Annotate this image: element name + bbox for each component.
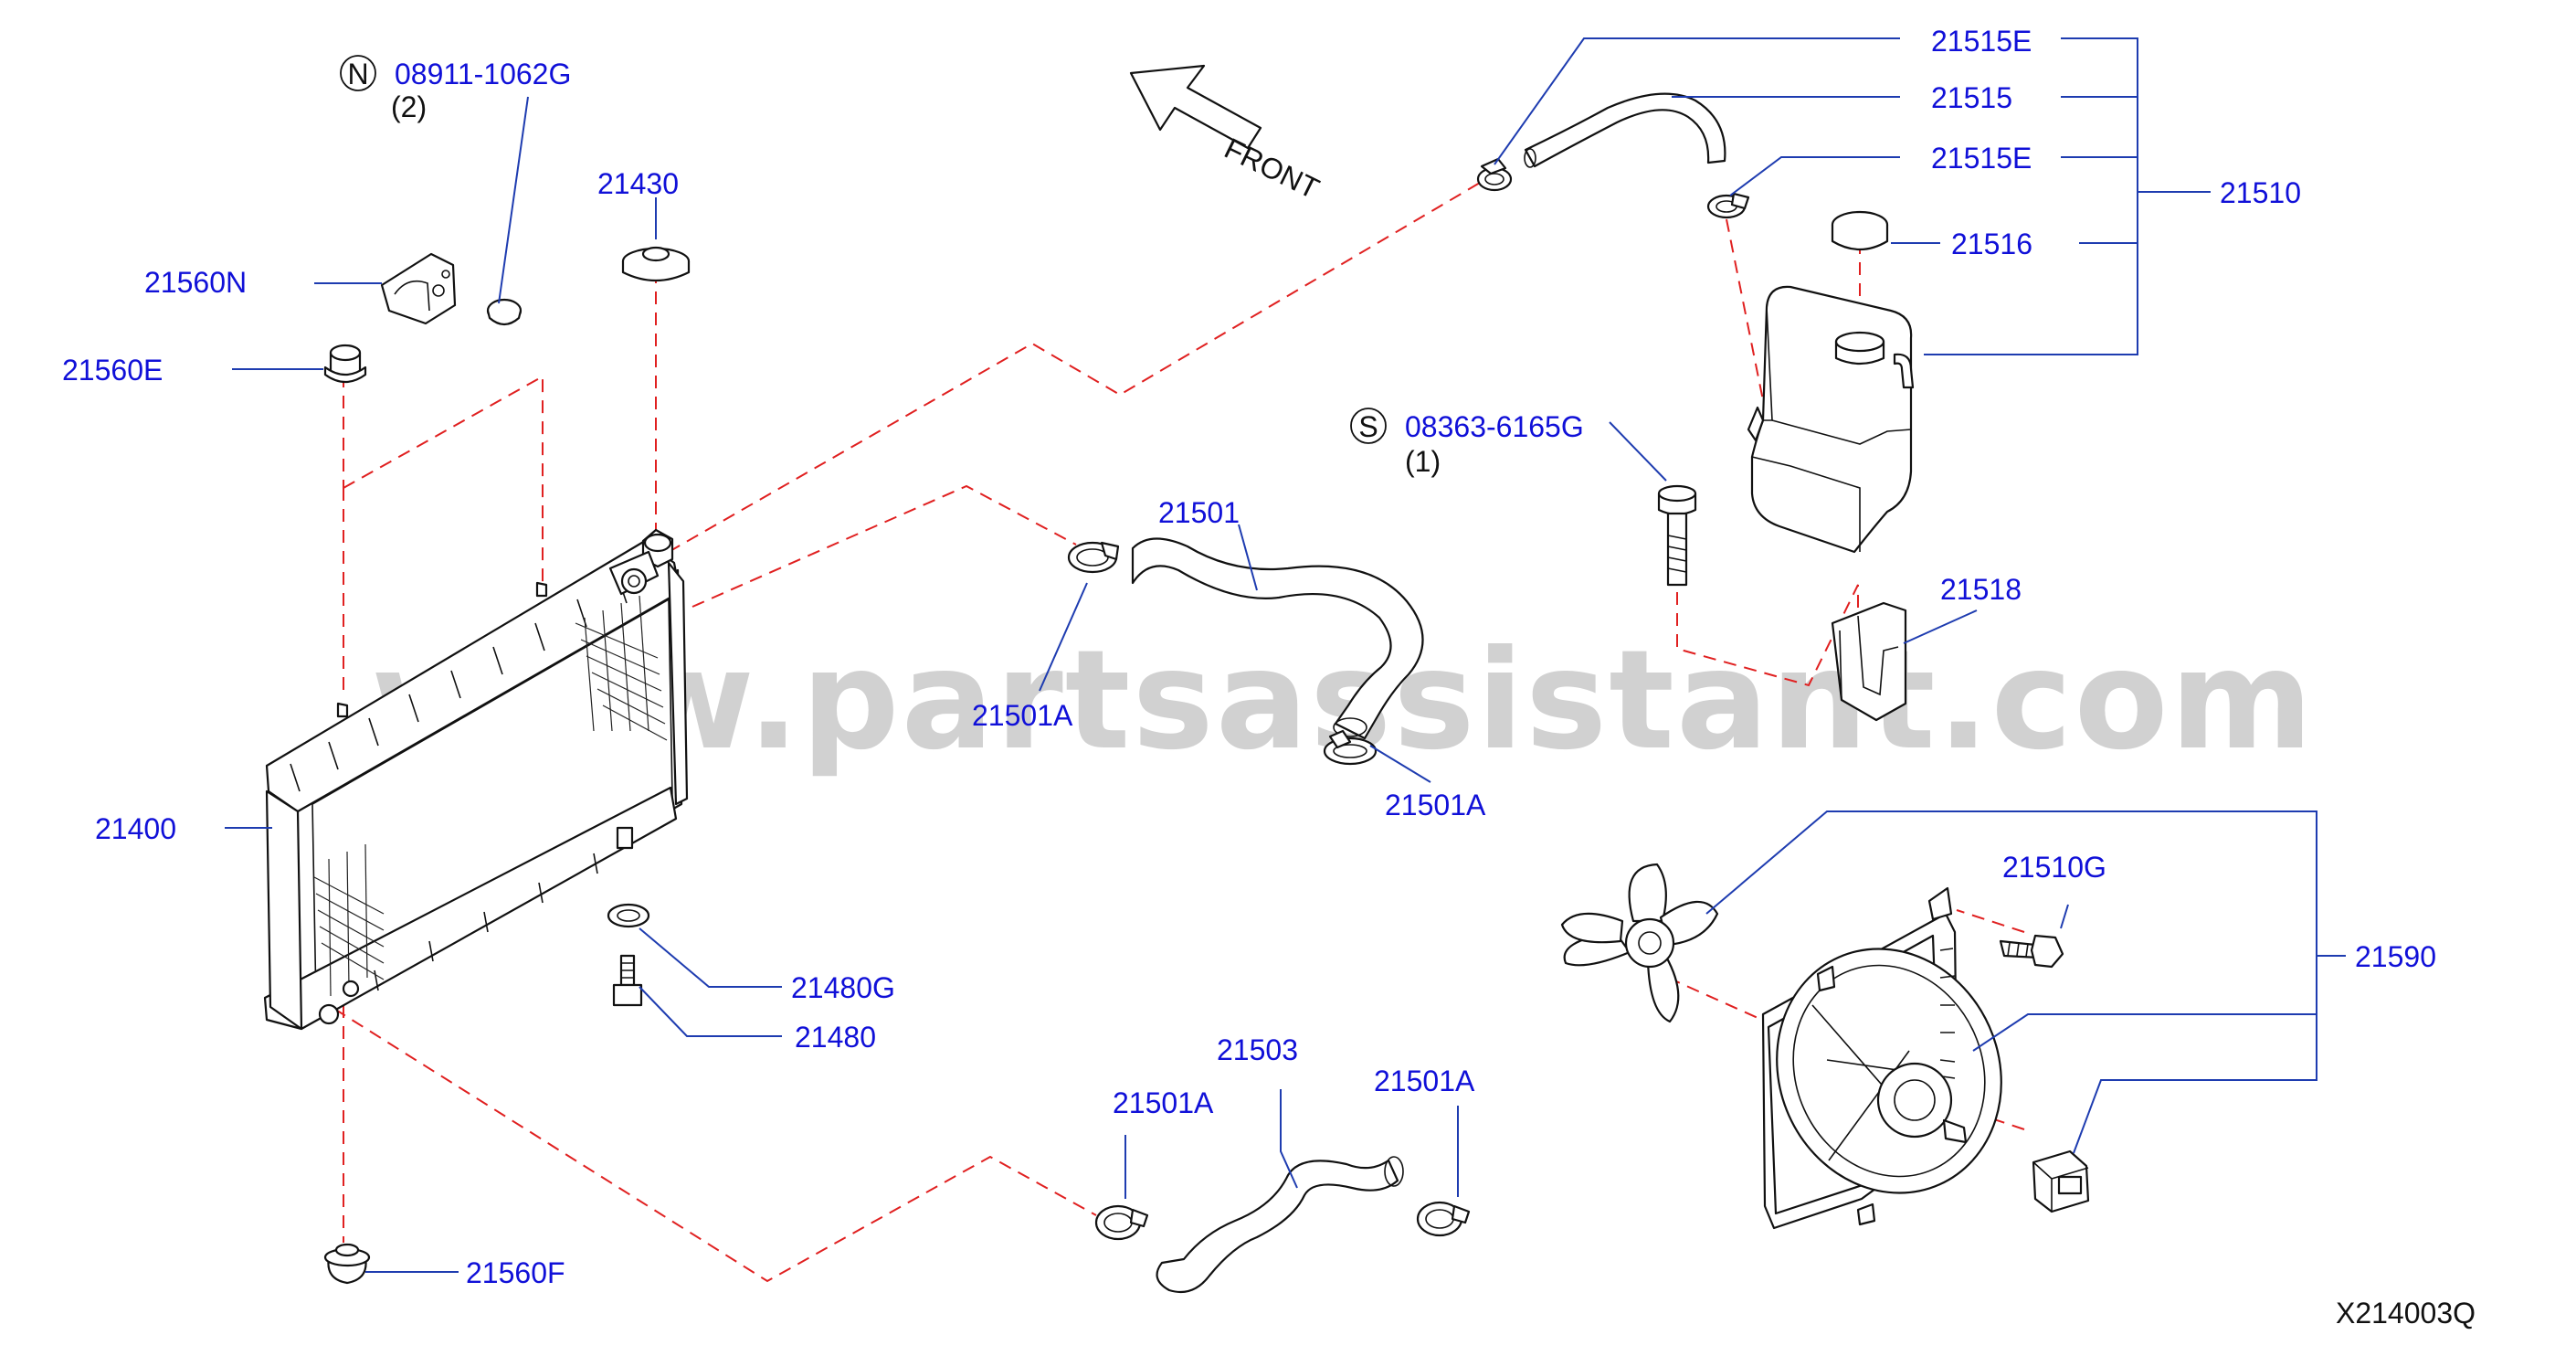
label-21501A-upper-radiator-side: 21501A — [1385, 789, 1486, 821]
lower-mount-insulator — [323, 1243, 371, 1285]
label-21501A-lower-right: 21501A — [1374, 1065, 1475, 1097]
grommet-bushing — [486, 298, 523, 326]
leader-lines — [225, 37, 2346, 1273]
label-21516: 21516 — [1951, 228, 2032, 260]
reservoir-tank — [1747, 285, 1915, 554]
label-21510: 21510 — [2220, 176, 2301, 209]
note-symbol-s-icon — [1350, 408, 1387, 444]
label-21560E: 21560E — [62, 354, 163, 387]
hose-clamp — [1416, 1201, 1471, 1237]
label-21515: 21515 — [1931, 81, 2012, 114]
radiator — [263, 528, 689, 1031]
label-21515E-lower: 21515E — [1931, 142, 2032, 175]
hose-clamp — [1067, 541, 1120, 574]
mounting-bolt — [1657, 484, 1697, 587]
upper-mount-insulator — [323, 344, 367, 384]
label-21430: 21430 — [597, 167, 679, 200]
hose-clamp — [1323, 729, 1378, 766]
note-symbol-s: S — [1358, 410, 1378, 443]
hose-clamp — [1094, 1204, 1149, 1241]
label-21501A-upper-engine-side: 21501A — [972, 699, 1073, 732]
label-21400: 21400 — [95, 812, 176, 845]
drain-gasket — [607, 903, 650, 928]
qty-08363-6165G: (1) — [1405, 445, 1441, 478]
reservoir-hose — [1524, 92, 1726, 168]
label-21515E-top: 21515E — [1931, 25, 2032, 58]
hose-clip — [1706, 192, 1750, 219]
upper-radiator-hose — [1131, 537, 1424, 740]
note-symbol-n: N — [347, 58, 368, 90]
label-21480G: 21480G — [791, 971, 895, 1004]
fan-shroud-motor — [1761, 886, 2002, 1230]
reservoir-cap — [1831, 210, 1889, 250]
label-21480: 21480 — [795, 1021, 876, 1054]
front-arrow-icon — [1129, 64, 1262, 150]
qty-08911-1062G: (2) — [391, 90, 427, 123]
drain-plug — [612, 954, 643, 1007]
label-08363-6165G: 08363-6165G — [1405, 410, 1584, 443]
fan-motor-connector — [2032, 1149, 2090, 1213]
label-21590: 21590 — [2355, 940, 2436, 973]
cooling-fan-blade — [1560, 863, 1719, 1023]
reservoir-bracket — [1831, 601, 1907, 722]
radiator-cap — [621, 246, 691, 281]
figure-code: X214003Q — [2336, 1297, 2476, 1330]
mounting-bracket — [380, 252, 457, 325]
lower-radiator-hose — [1156, 1156, 1404, 1294]
label-08911-1062G: 08911-1062G — [395, 58, 571, 90]
label-21560N: 21560N — [144, 266, 247, 299]
front-label: FRONT — [1219, 132, 1325, 206]
label-21518: 21518 — [1940, 573, 2022, 606]
hose-clip — [1476, 157, 1513, 192]
label-21503: 21503 — [1217, 1033, 1298, 1066]
label-21510G: 21510G — [2002, 851, 2106, 884]
note-symbol-n-icon — [340, 55, 376, 91]
label-21501: 21501 — [1158, 496, 1240, 529]
fan-screw — [1999, 934, 2064, 969]
label-21501A-lower-left: 21501A — [1113, 1086, 1214, 1119]
label-21560F: 21560F — [466, 1256, 565, 1289]
